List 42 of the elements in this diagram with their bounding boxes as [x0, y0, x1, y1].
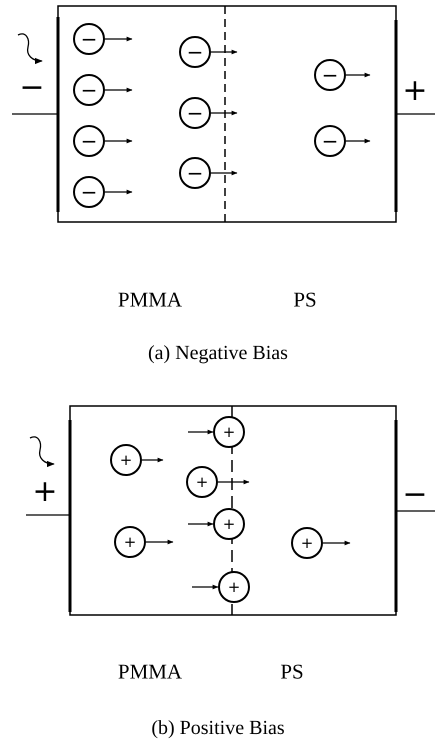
arrow [346, 72, 371, 78]
arrow [188, 430, 214, 434]
material-label: PMMA [118, 290, 182, 310]
material-label: PS [280, 662, 304, 682]
arrow [105, 190, 133, 194]
charge-symbol: + [218, 571, 250, 603]
charge-symbol: + [114, 526, 146, 558]
charge-symbol: − [314, 125, 346, 157]
arrow [105, 36, 133, 42]
caption: (a) Negative Bias [148, 343, 288, 363]
material-label: PS [293, 290, 317, 310]
charge-symbol: − [73, 125, 105, 157]
arrow [142, 458, 164, 462]
charge-symbol: + [291, 527, 323, 559]
material-label: PMMA [118, 662, 182, 682]
charge-symbol: − [179, 36, 211, 68]
charge-symbol: − [314, 59, 346, 91]
polarity-sign: + [402, 76, 428, 106]
charge-symbol: − [179, 157, 211, 189]
arrow [188, 522, 214, 526]
arrow [211, 110, 238, 116]
charge-symbol: − [73, 23, 105, 55]
polarity-sign: − [19, 73, 45, 103]
arrow [105, 138, 133, 144]
polarity-sign: + [32, 477, 58, 507]
polarity-sign: − [402, 480, 428, 510]
charge-symbol: − [179, 97, 211, 129]
charge-symbol: + [213, 416, 245, 448]
charge-symbol: + [110, 444, 142, 476]
charge-symbol: + [186, 466, 218, 498]
arrow [105, 88, 133, 92]
charge-symbol: − [73, 176, 105, 208]
arrow [146, 540, 174, 544]
arrow [211, 170, 238, 176]
arrow [192, 584, 219, 590]
arrow [211, 50, 238, 54]
arrow [346, 138, 371, 144]
arrow [323, 540, 351, 546]
arrow [218, 480, 250, 484]
caption: (b) Positive Bias [151, 718, 285, 738]
charge-symbol: − [73, 74, 105, 106]
charge-symbol: + [213, 508, 245, 540]
